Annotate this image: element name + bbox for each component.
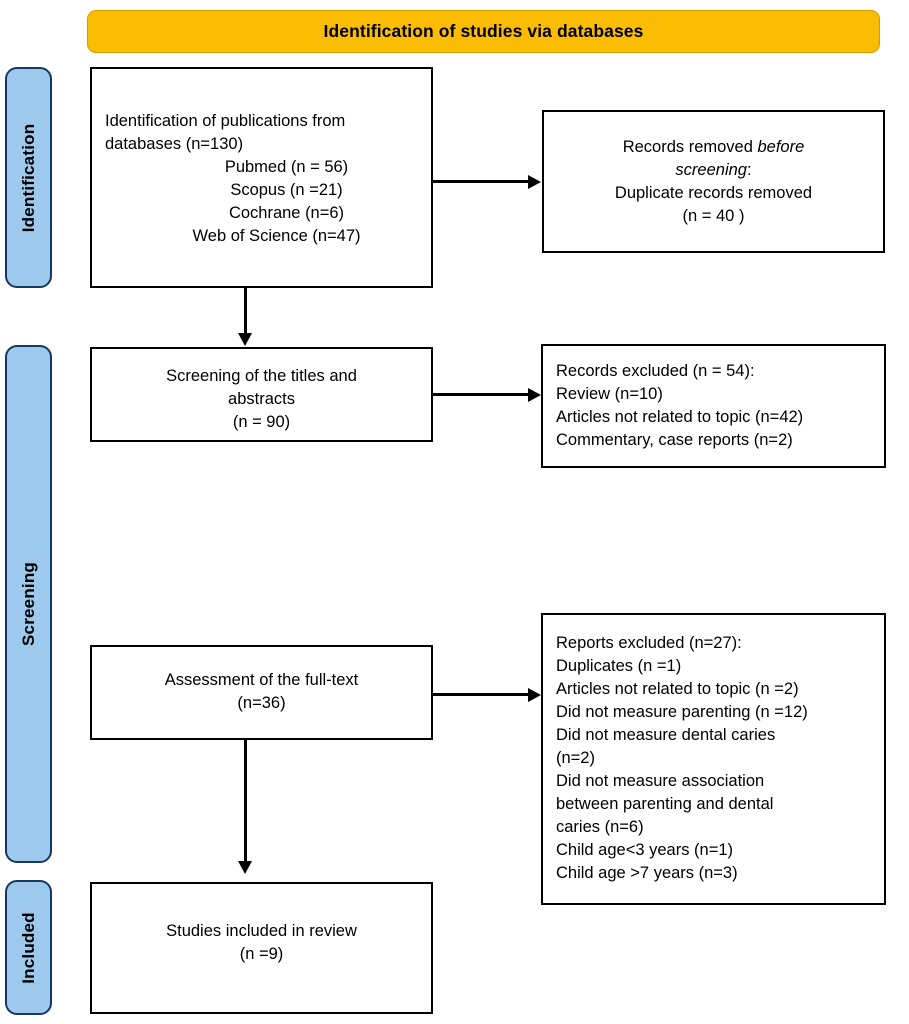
stage-sidebar-identification: Identification — [5, 67, 52, 288]
records-removed-line1: Records removed before — [544, 136, 883, 159]
connector-identified-to-screening — [244, 288, 247, 335]
box-records-removed: Records removed before screening: Duplic… — [542, 110, 885, 253]
connector-assessment-to-reports-excluded — [433, 693, 529, 696]
reports-excluded-line-8: caries (n=6) — [556, 818, 644, 836]
box-screening: Screening of the titles and abstracts (n… — [90, 347, 433, 442]
reports-excluded-line-5: (n=2) — [556, 749, 595, 767]
records-identified-line2: databases (n=130) — [105, 135, 244, 153]
records-identified-source-cochrane: Cochrane (n=6) — [228, 204, 345, 222]
records-excluded-line-0: Records excluded (n = 54): — [556, 362, 755, 380]
studies-included-line1: Studies included in review — [166, 922, 357, 940]
reports-excluded-line-9: Child age<3 years (n=1) — [556, 841, 734, 859]
header-banner: Identification of studies via databases — [87, 10, 880, 53]
studies-included-count: (n =9) — [239, 945, 284, 963]
box-full-text-assessment: Assessment of the full-text (n=36) — [90, 645, 433, 740]
arrow-identified-to-removed — [528, 174, 541, 189]
records-removed-line2-colon: : — [746, 161, 752, 179]
connector-identified-to-removed — [433, 180, 529, 183]
reports-excluded-line-10: Child age >7 years (n=3) — [556, 864, 738, 882]
records-removed-line1-emphasis: before — [757, 138, 805, 156]
records-excluded-line-1: Review (n=10) — [556, 385, 663, 403]
screening-count: (n = 90) — [232, 413, 291, 431]
records-identified-line1: Identification of publications from — [105, 112, 346, 130]
stage-label-included: Included — [18, 911, 38, 984]
reports-excluded-line-3: Did not measure parenting (n =12) — [556, 703, 808, 721]
reports-excluded-line-4: Did not measure dental caries — [556, 726, 776, 744]
arrow-assessment-to-reports-excluded — [528, 687, 541, 702]
records-removed-line3: Duplicate records removed — [614, 184, 813, 202]
stage-label-identification: Identification — [18, 123, 38, 232]
records-excluded-line-2: Articles not related to topic (n=42) — [556, 408, 804, 426]
full-text-assessment-line1: Assessment of the full-text — [164, 671, 359, 689]
box-reports-excluded: Reports excluded (n=27): Duplicates (n =… — [541, 613, 886, 905]
arrow-assessment-to-included — [238, 861, 252, 874]
reports-excluded-line-7: between parenting and dental — [556, 795, 774, 813]
reports-excluded-line-2: Articles not related to topic (n =2) — [556, 680, 799, 698]
records-identified-source-web-of-science: Web of Science (n=47) — [192, 227, 361, 245]
connector-assessment-to-included — [244, 740, 247, 863]
reports-excluded-line-1: Duplicates (n =1) — [556, 657, 682, 675]
records-removed-line1-text: Records removed — [622, 138, 758, 156]
full-text-assessment-count: (n=36) — [237, 694, 286, 712]
records-identified-source-scopus: Scopus (n =21) — [230, 181, 343, 199]
records-removed-line2-emphasis: screening — [675, 161, 747, 179]
reports-excluded-line-0: Reports excluded (n=27): — [556, 634, 742, 652]
box-studies-included: Studies included in review (n =9) — [90, 882, 433, 1014]
arrow-screening-to-excluded — [528, 387, 541, 402]
stage-sidebar-screening: Screening — [5, 345, 52, 863]
records-removed-line2: screening: — [544, 159, 883, 182]
stage-label-screening: Screening — [18, 562, 38, 646]
screening-line1: Screening of the titles and — [166, 367, 357, 385]
stage-sidebar-included: Included — [5, 880, 52, 1015]
box-records-excluded: Records excluded (n = 54): Review (n=10)… — [541, 344, 886, 468]
header-title: Identification of studies via databases — [323, 21, 644, 41]
reports-excluded-line-6: Did not measure association — [556, 772, 765, 790]
records-identified-source-pubmed: Pubmed (n = 56) — [224, 158, 349, 176]
box-records-identified: Identification of publications from data… — [90, 67, 433, 288]
arrow-identified-to-screening — [238, 333, 252, 346]
records-removed-count: (n = 40 ) — [682, 207, 745, 225]
screening-line2: abstracts — [228, 390, 295, 408]
records-excluded-line-3: Commentary, case reports (n=2) — [556, 431, 793, 449]
connector-screening-to-excluded — [433, 393, 529, 396]
